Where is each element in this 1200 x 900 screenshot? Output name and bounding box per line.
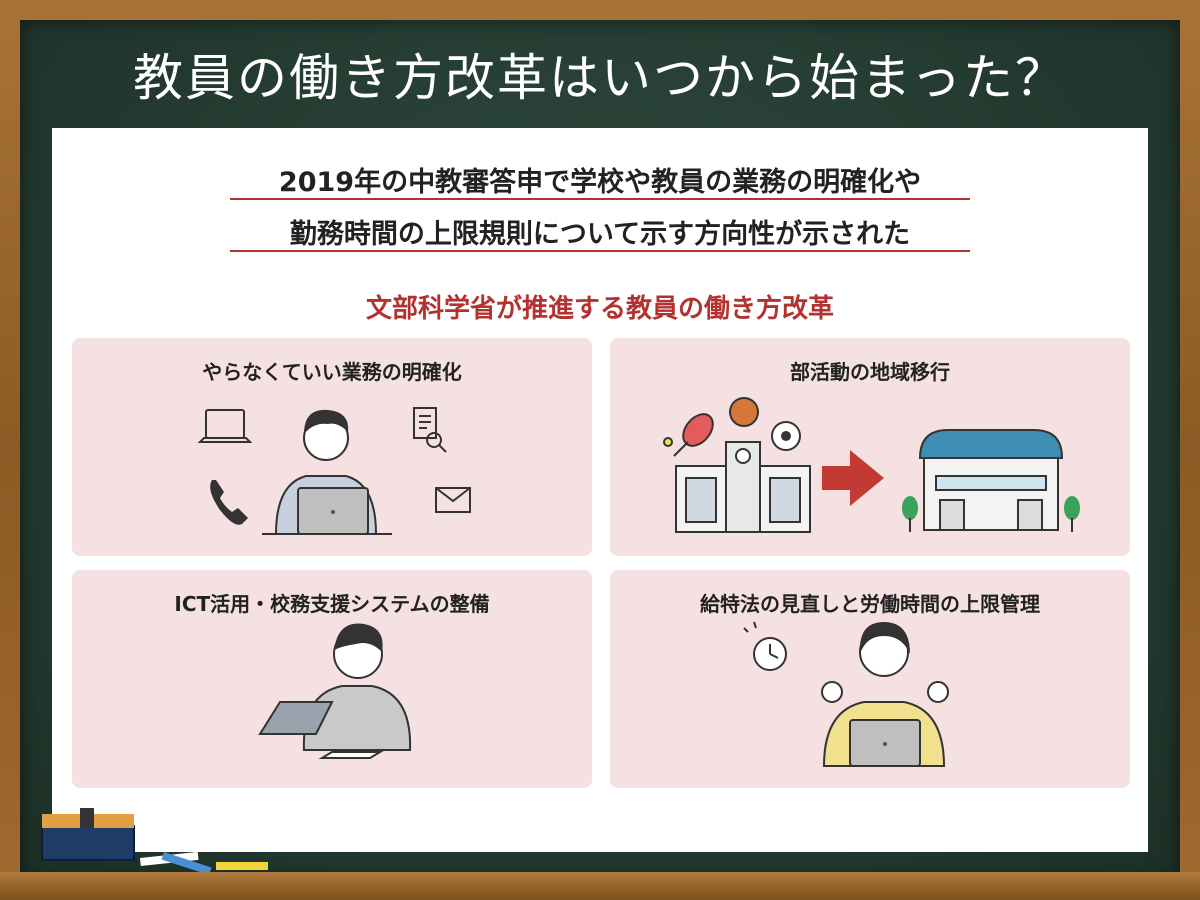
section-title: 文部科学省が推進する教員の働き方改革: [365, 294, 834, 324]
panel-illustration: [197, 407, 471, 535]
tennis-racket-icon: [663, 413, 714, 457]
teacher-figure: [262, 409, 392, 535]
panel-clarify-tasks: やらなくていい業務の明確化: [72, 338, 592, 556]
document-search-icon: [413, 407, 447, 453]
panel-club-activities: 部活動の地域移行: [610, 338, 1130, 556]
basketball-icon: [729, 397, 759, 427]
content-card: 2019年の中教審答申で学校や教員の業務の明確化や 勤務時間の上限規則について示…: [52, 128, 1148, 852]
subtitle-line-1: 2019年の中教審答申で学校や教員の業務の明確化や: [278, 167, 922, 198]
community-gym-icon: [918, 429, 1064, 531]
mail-icon: [435, 487, 471, 513]
soccer-ball-icon: [771, 421, 801, 451]
panel-illustration: [258, 623, 412, 759]
panel-illustration: [663, 397, 1080, 533]
subtitle-underline-2: [230, 250, 970, 252]
panel-ict-support: ICT活用・校務支援システムの整備: [72, 570, 592, 788]
panel-title: やらなくていい業務の明確化: [202, 360, 462, 384]
phone-icon: [210, 480, 248, 525]
subtitle-line-2: 勤務時間の上限規則について示す方向性が示された: [289, 219, 911, 250]
clock-icon: [743, 621, 787, 671]
panel-title: 給特法の見直しと労働時間の上限管理: [700, 592, 1040, 616]
laptop-icon: [197, 409, 253, 443]
panel-title: ICT活用・校務支援システムの整備: [174, 592, 490, 616]
school-building-icon: [675, 441, 811, 533]
panel-title: 部活動の地域移行: [790, 360, 950, 384]
subtitle-underline-1: [230, 198, 970, 200]
chalk-tray: [0, 872, 1200, 900]
arrow-right-icon: [822, 450, 884, 506]
tree-icon: [902, 496, 1080, 532]
panel-salary-law-hours: 給特法の見直しと労働時間の上限管理: [610, 570, 1130, 788]
page-title: 教員の働き方改革はいつから始まった？: [133, 49, 1067, 107]
student-with-tablet-figure: [258, 623, 412, 759]
panel-illustration: [743, 621, 949, 767]
teacher-cheering-figure: [821, 622, 949, 767]
